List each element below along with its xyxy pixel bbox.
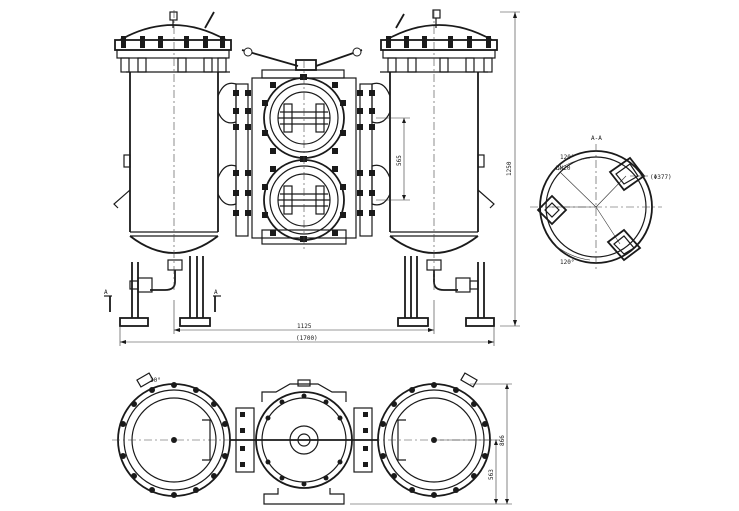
right-lid-bolts (386, 36, 493, 73)
plan-center-bolts (265, 393, 343, 487)
cut-marker-left: A (104, 289, 112, 312)
cut-marker-right: A (213, 289, 221, 312)
plan-left-bolts (120, 382, 228, 498)
right-vessel (380, 9, 498, 327)
plan-view: 30° (112, 372, 512, 505)
cut-label-left: A (104, 289, 108, 296)
left-lid-bolts (120, 36, 227, 73)
section-a-a: A-A 120° DN20 (Φ377) 120° (530, 135, 672, 270)
plan-left-vessel: 30° (112, 372, 240, 498)
section-angle-bottom: 120° (560, 259, 574, 266)
dim-plan-outer: 866 (499, 435, 506, 446)
central-switch-valve (217, 47, 391, 250)
section-title: A-A (591, 135, 602, 142)
dimensions: 1250 565 1125 (1700) (119, 11, 520, 346)
section-angle-top: 120° (560, 154, 574, 161)
front-elevation: A A 1250 565 (104, 9, 520, 346)
plan-flange-bolts (240, 412, 368, 467)
disc-bolts (262, 74, 346, 242)
left-vessel (113, 10, 232, 327)
plan-right-vessel (372, 372, 500, 498)
dim-inner-width: 1125 (297, 323, 312, 330)
left-flange-bolts (233, 90, 251, 216)
cut-label-right: A (214, 289, 218, 296)
dim-total-width: (1700) (296, 335, 318, 342)
plan-dimensions: 866 563 (350, 383, 512, 505)
section-dim-right: (Φ377) (650, 174, 672, 181)
plan-right-bolts (380, 382, 488, 498)
dim-plan-inner: 563 (488, 469, 495, 480)
section-nozzle: DN20 (556, 165, 571, 172)
dim-overall-height: 1250 (506, 161, 513, 176)
plan-angle-label: 30° (150, 377, 161, 384)
right-flange-bolts (357, 90, 375, 216)
dim-valve-spacing: 565 (396, 155, 403, 166)
plan-center-valve (230, 379, 378, 505)
